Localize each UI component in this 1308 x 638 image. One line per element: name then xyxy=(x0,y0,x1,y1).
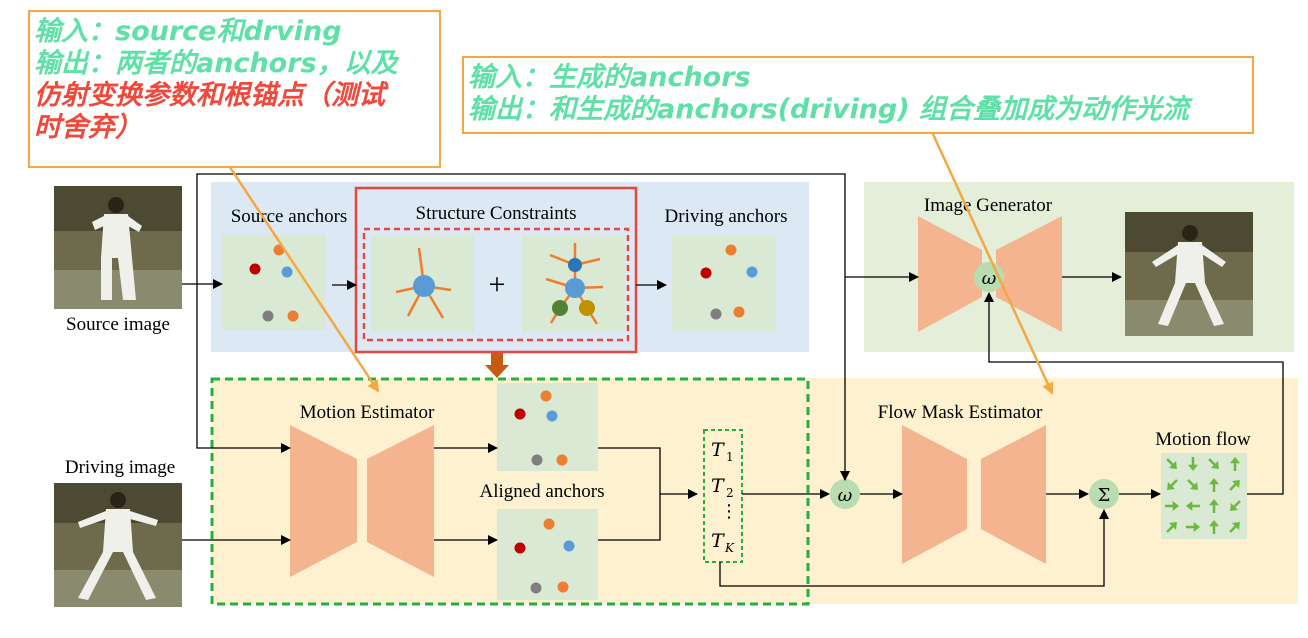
source-image xyxy=(54,186,182,309)
flow-vector-head xyxy=(1168,522,1177,531)
structure-constraints-label: Structure Constraints xyxy=(416,203,577,224)
flow-vector-head xyxy=(1167,481,1176,490)
source-anchors-box xyxy=(222,235,326,330)
note-line: 时舍弃） xyxy=(34,112,142,143)
aligned-1-to-t xyxy=(598,447,698,499)
flow-vector-head xyxy=(1231,522,1240,531)
aligned-anchors-box-2 xyxy=(497,509,598,600)
image-generator-label: Image Generator xyxy=(924,195,1053,216)
star-constraint-box xyxy=(371,236,474,332)
svg-text:ω: ω xyxy=(838,485,853,506)
aligned-anchors-label: Aligned anchors xyxy=(479,481,604,502)
flow-vector-head xyxy=(1168,460,1177,469)
driving-anchors-box xyxy=(672,236,776,331)
image-generator-network xyxy=(918,216,1062,332)
svg-text:T: T xyxy=(711,439,725,461)
note2-pointer xyxy=(930,131,1054,395)
transform-dots: ⋮ xyxy=(720,501,738,522)
structure-constraints-dashed xyxy=(362,227,630,342)
flow-vector-head xyxy=(1209,478,1219,485)
driving-image-label: Driving image xyxy=(65,457,175,478)
flow-vector-head xyxy=(1231,480,1240,489)
flow-vector-head xyxy=(1230,457,1240,464)
motion-estimator-label: Motion Estimator xyxy=(300,402,435,423)
svg-text:2: 2 xyxy=(726,486,734,500)
transform-t1: T 1 xyxy=(711,439,734,464)
structure-constraints-frame xyxy=(354,186,638,354)
svg-text:T: T xyxy=(711,475,725,497)
flow-mask-estimator-label: Flow Mask Estimator xyxy=(878,402,1043,423)
flow-vector-head xyxy=(1193,522,1200,532)
flow-vector-head xyxy=(1172,501,1179,511)
note-line: 输入：生成的anchors xyxy=(468,62,751,93)
flow-to-generator-line xyxy=(984,292,1284,495)
note-line: 输出：两者的anchors，以及 xyxy=(34,48,398,79)
transform-params-box xyxy=(703,429,743,563)
source-anchors-label: Source anchors xyxy=(231,206,348,227)
sum-node: Σ xyxy=(1089,479,1119,509)
source-to-motion-line xyxy=(196,284,291,453)
t-to-sum-line xyxy=(719,509,1109,587)
generated-image xyxy=(1125,212,1253,336)
transform-tk: T K xyxy=(711,530,735,555)
note1-pointer xyxy=(210,139,380,393)
driving-anchors-label: Driving anchors xyxy=(665,206,788,227)
aligned-2-to-t xyxy=(598,494,661,541)
svg-text:1: 1 xyxy=(726,450,734,464)
svg-text:T: T xyxy=(711,530,725,552)
svg-text:ω: ω xyxy=(982,268,997,289)
flow-vector-head xyxy=(1188,464,1198,471)
plus-sign: + xyxy=(489,268,506,301)
flow-vector-head xyxy=(1210,460,1219,469)
transform-t2: T 2 xyxy=(711,475,734,500)
motion-estimator-network xyxy=(290,425,434,577)
source-image-label: Source image xyxy=(66,314,170,335)
note-line: 输出：和生成的anchors(driving) 组合叠加成为动作光流 xyxy=(468,94,1189,125)
flow-vector-head xyxy=(1186,501,1193,511)
svg-text:K: K xyxy=(724,541,735,555)
note-line: 仿射变换参数和根锚点（测试 xyxy=(34,80,385,111)
flow-vector-head xyxy=(1230,502,1239,511)
note-line: 输入：source和drving xyxy=(34,16,342,47)
motion-flow-label: Motion flow xyxy=(1155,429,1251,450)
flow-vector-head xyxy=(1189,481,1198,490)
motion-omega-node: ω xyxy=(830,479,860,509)
down-arrow xyxy=(485,353,509,378)
trainable-region-dashed xyxy=(210,377,810,606)
flow-vector-head xyxy=(1209,499,1219,506)
motion-flow-field xyxy=(1161,453,1247,539)
source-feed-line xyxy=(196,173,850,481)
aligned-anchors-box-1 xyxy=(497,383,598,471)
flow-mask-estimator-network xyxy=(902,425,1046,564)
driving-image xyxy=(54,483,182,607)
svg-text:Σ: Σ xyxy=(1098,485,1111,506)
tree-constraint-box xyxy=(522,236,625,332)
flow-vector-head xyxy=(1209,520,1219,527)
